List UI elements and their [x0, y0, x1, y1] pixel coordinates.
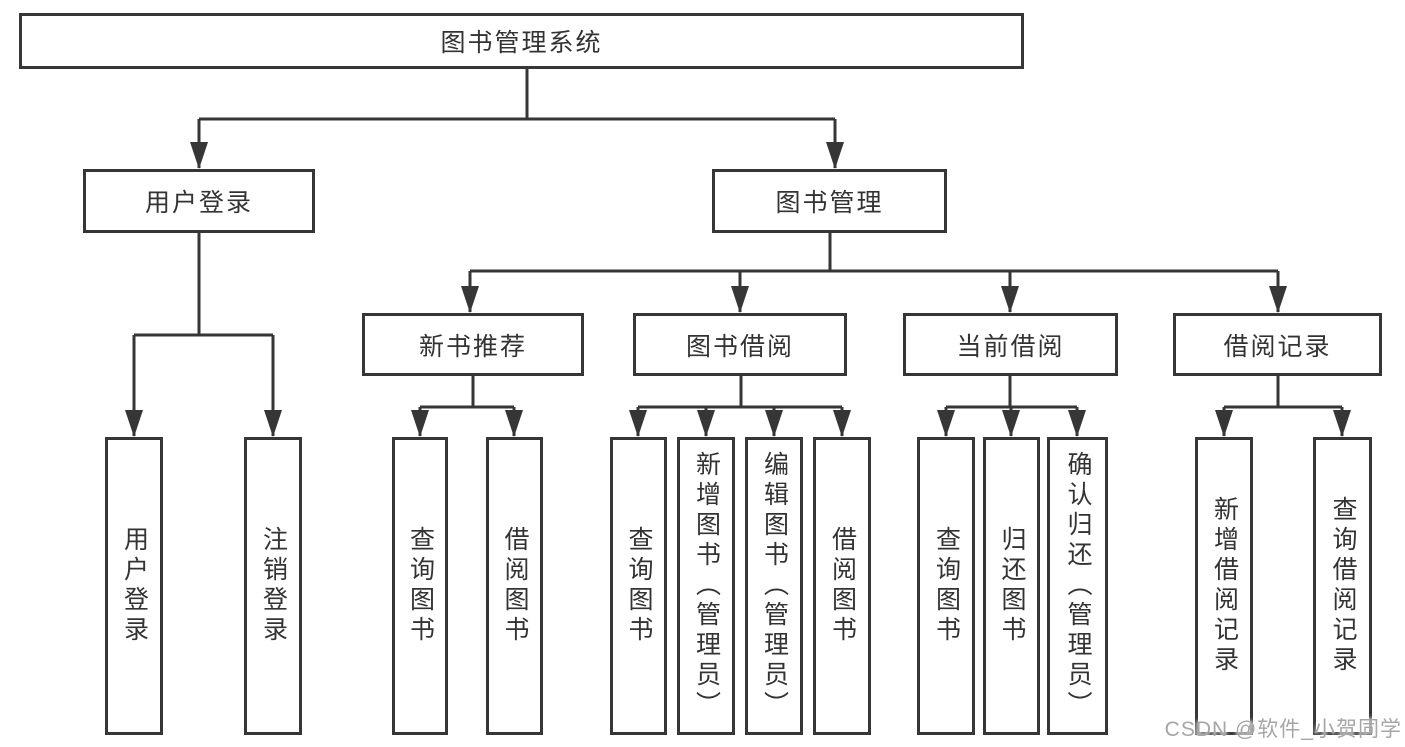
leaf-query-book-recommend: 查询图书	[392, 437, 448, 735]
node-label: 图书管理	[775, 189, 884, 217]
node-label: 当前借阅	[956, 332, 1065, 361]
leaf-edit-book-admin: 编辑图书（管理员）	[745, 437, 803, 735]
node-label: 用户登录	[120, 526, 149, 646]
node-label: 归还图书	[998, 526, 1026, 646]
node-current-borrow: 当前借阅	[903, 313, 1118, 376]
leaf-add-borrow-record: 新增借阅记录	[1195, 437, 1253, 735]
node-borrow-records: 借阅记录	[1173, 313, 1382, 376]
node-label: 新增图书（管理员）	[692, 451, 721, 721]
node-label: 注销登录	[259, 526, 288, 646]
node-new-book-recommend: 新书推荐	[362, 313, 584, 376]
node-label: 查询图书	[625, 526, 653, 646]
node-label: 新书推荐	[418, 332, 527, 361]
node-label: 借阅图书	[828, 526, 857, 646]
node-label: 借阅记录	[1223, 332, 1332, 361]
node-user-login: 用户登录	[83, 169, 315, 233]
node-label: 查询图书	[406, 526, 435, 646]
leaf-query-book-borrow: 查询图书	[610, 437, 667, 735]
leaf-confirm-return-admin: 确认归还（管理员）	[1047, 437, 1108, 735]
node-label: 借阅图书	[501, 526, 529, 646]
leaf-logout: 注销登录	[244, 437, 302, 735]
leaf-add-book-admin: 新增图书（管理员）	[677, 437, 735, 735]
leaf-query-borrow-record: 查询借阅记录	[1313, 437, 1372, 735]
node-label: 确认归还（管理员）	[1064, 451, 1092, 721]
leaf-borrow-book: 借阅图书	[813, 437, 871, 735]
node-label: 查询借阅记录	[1329, 496, 1357, 676]
node-book-borrow: 图书借阅	[633, 313, 847, 376]
node-label: 编辑图书（管理员）	[760, 451, 789, 721]
leaf-user-login: 用户登录	[105, 437, 163, 735]
node-label: 新增借阅记录	[1210, 496, 1239, 676]
csdn-watermark: CSDN @软件_小贺同学	[1164, 718, 1402, 741]
node-label: 用户登录	[144, 189, 253, 217]
leaf-return-book: 归还图书	[983, 437, 1040, 735]
arrowheads	[125, 142, 1351, 437]
node-label: 查询图书	[932, 526, 961, 646]
leaf-query-book-current: 查询图书	[917, 437, 975, 735]
leaf-borrow-book-recommend: 借阅图书	[486, 437, 543, 735]
node-system-root: 图书管理系统	[19, 13, 1024, 69]
node-label: 图书管理系统	[440, 29, 603, 57]
node-label: 图书借阅	[685, 332, 794, 361]
node-book-management: 图书管理	[712, 169, 947, 233]
